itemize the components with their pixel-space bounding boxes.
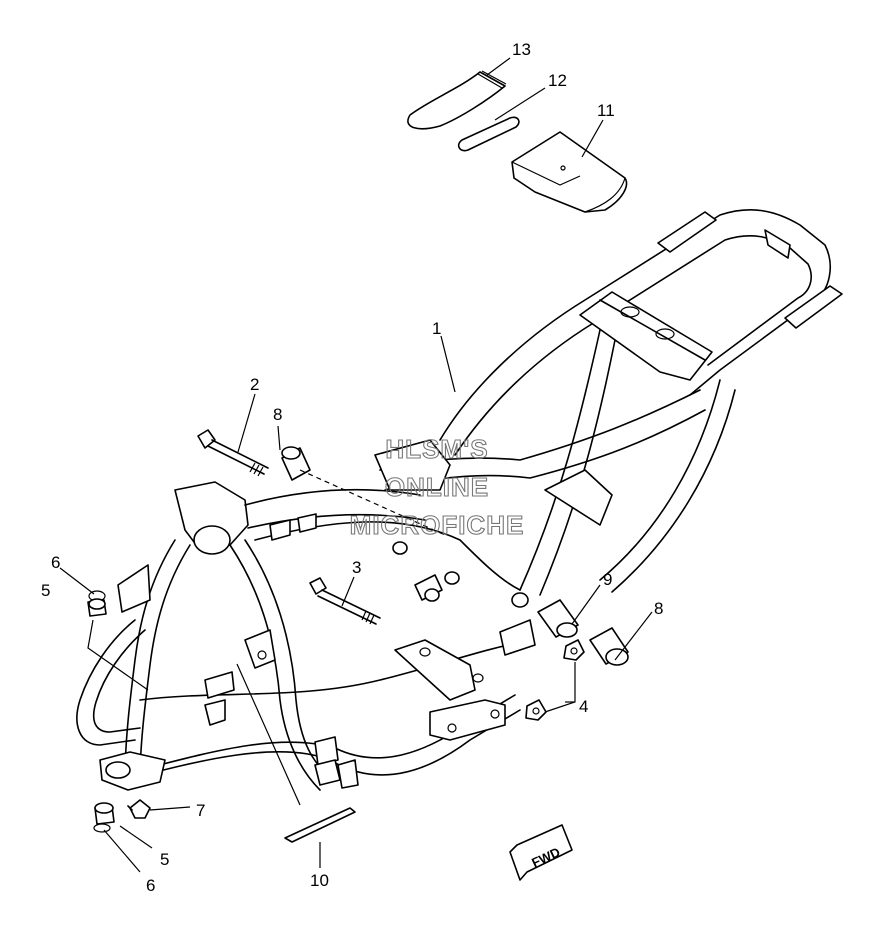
callout-4: 4 [579,697,588,716]
band-part [457,116,520,152]
strap-part [407,70,507,130]
leader-lines [59,57,653,873]
callout-12: 12 [548,71,567,90]
callout-7: 7 [196,801,205,820]
main-frame [76,209,843,791]
callout-8b: 8 [654,599,663,618]
long-bolt-part [197,429,269,477]
callout-5a: 5 [41,581,50,600]
callout-labels: 1 2 3 4 5 5 6 6 7 8 8 9 10 11 12 13 [41,40,663,895]
tool-bag-part [511,131,628,213]
collar-part [281,446,311,481]
watermark-line-2: ONLINE [385,472,489,502]
callout-6a: 6 [51,553,60,572]
nut-part [525,639,585,721]
callout-8a: 8 [273,405,282,424]
callout-3: 3 [352,558,361,577]
callout-2: 2 [250,375,259,394]
callout-13: 13 [512,40,531,59]
spacer-part [537,599,579,638]
watermark-line-3: MICROFICHE [350,510,525,540]
grease-nipple-part [127,799,151,819]
callout-1: 1 [432,319,441,338]
callout-10: 10 [310,871,329,890]
callout-6b: 6 [146,876,155,895]
callout-9: 9 [603,570,612,589]
callout-5b: 5 [160,850,169,869]
callout-11: 11 [597,101,615,120]
mount-bolt-part [309,577,381,625]
fwd-arrow-icon: FWD [509,824,573,881]
watermark-line-1: HLSM'S [385,434,488,464]
collar-part-right [589,627,629,666]
bushing-part-top [87,590,107,617]
label-plate-part [284,807,356,843]
bushing-part-bottom [93,802,115,833]
watermark: HLSM'S ONLINE MICROFICHE [349,433,525,540]
